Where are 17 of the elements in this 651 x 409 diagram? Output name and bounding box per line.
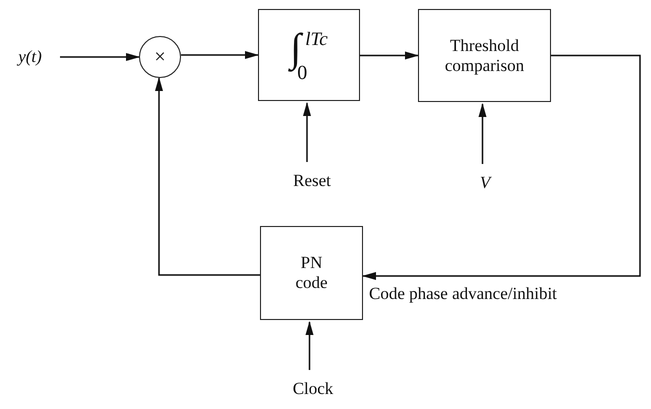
edge-label: Code phase advance/inhibit <box>369 284 557 304</box>
arrow <box>478 103 486 164</box>
arrow <box>155 77 260 276</box>
input-signal-label: y(t) <box>16 47 43 67</box>
arrow <box>360 52 419 60</box>
arrow <box>303 102 311 162</box>
arrow <box>60 53 140 61</box>
input-label: Reset <box>292 171 332 191</box>
arrow <box>181 51 259 59</box>
process-box: PN code <box>260 226 363 320</box>
arrow <box>362 54 641 280</box>
input-label: Clock <box>292 379 334 399</box>
arrow <box>306 321 314 370</box>
process-box: Threshold comparison <box>418 9 551 102</box>
multiplier-circle: × <box>139 36 181 78</box>
input-label: V <box>478 173 493 193</box>
integrator-box <box>258 9 360 101</box>
